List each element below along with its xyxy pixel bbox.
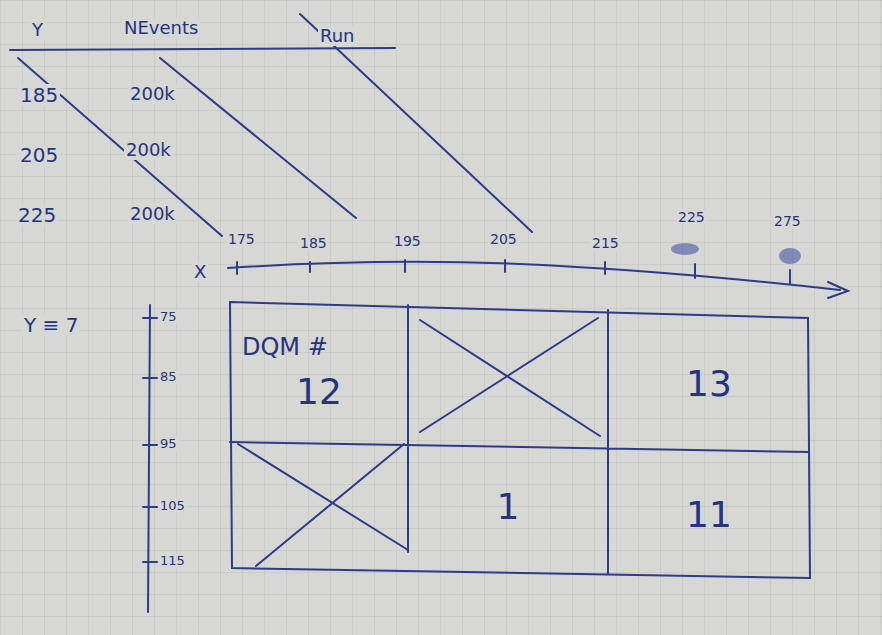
x-axis: [228, 262, 840, 290]
dqm-number: 11: [686, 494, 732, 535]
table-cell: 185: [18, 84, 60, 106]
tick-label: 115: [158, 554, 187, 568]
axis-ticks: [237, 260, 790, 284]
table-cell: 225: [16, 204, 58, 226]
column-header: Y: [30, 20, 45, 40]
grid-cell: DQM # 12: [234, 306, 404, 440]
scribble: [671, 243, 699, 255]
scribble: [779, 248, 801, 264]
axis-name: Y ≡ 7: [22, 314, 80, 336]
dqm-number: 13: [686, 363, 732, 404]
dqm-number: 1: [497, 486, 520, 527]
grid-cell: 13: [612, 322, 806, 446]
tick-label: 185: [298, 236, 329, 251]
column-header: Run: [318, 26, 357, 46]
table-cell: 200k: [128, 84, 177, 104]
strike-line: [160, 58, 356, 218]
tick-label: 85: [158, 370, 179, 384]
axis-name: X: [192, 262, 208, 282]
tick-label: 215: [590, 236, 621, 251]
tick-label: 95: [158, 437, 179, 451]
grid-lines: [230, 305, 808, 574]
crossed-cell: [238, 444, 408, 566]
table-cell: 205: [18, 144, 60, 166]
tick-label: 75: [158, 310, 179, 324]
tick-label: 105: [158, 499, 187, 513]
y-axis: [148, 305, 150, 612]
tick-label: 195: [392, 234, 423, 249]
table-cell: 200k: [124, 140, 173, 160]
cell-heading: DQM #: [242, 334, 328, 362]
tick-label: 175: [226, 232, 257, 247]
tick-label: 225: [676, 210, 707, 225]
grid-cell: 1: [412, 452, 604, 562]
axis-ticks: [143, 318, 157, 562]
strike-line: [300, 14, 532, 232]
dqm-number: 12: [296, 371, 342, 412]
column-header: NEvents: [122, 18, 200, 38]
grid-outline: [230, 302, 810, 578]
grid-cell: 11: [612, 456, 806, 574]
tick-label: 205: [488, 232, 519, 247]
tick-label: 275: [772, 214, 803, 229]
table-cell: 200k: [128, 204, 177, 224]
crossed-cell: [420, 318, 600, 436]
axis-arrow: [828, 282, 848, 298]
